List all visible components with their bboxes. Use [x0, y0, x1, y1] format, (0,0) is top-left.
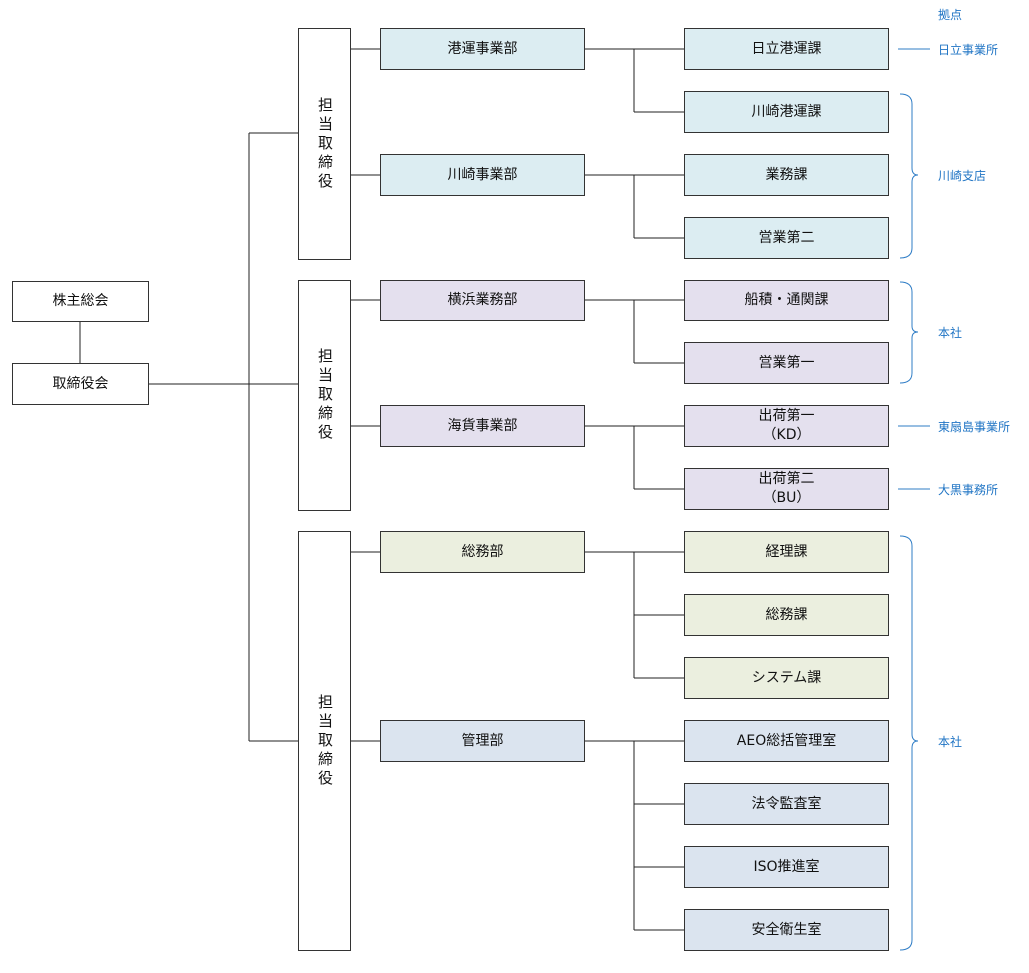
dept-yokohama: 横浜業務部 [380, 280, 585, 321]
officer-3: 担当取締役 [298, 531, 351, 951]
dept-kaika: 海貨事業部 [380, 405, 585, 447]
officer-1: 担当取締役 [298, 28, 351, 260]
location-honsha-1: 本社 [938, 326, 963, 340]
section-shukka1: 出荷第一 （KD） [684, 405, 889, 447]
location-daikoku: 大黒事務所 [938, 483, 999, 497]
section-anzen: 安全衛生室 [684, 909, 889, 951]
section-hitachi-kouun: 日立港運課 [684, 28, 889, 70]
section-system: システム課 [684, 657, 889, 699]
section-kawasaki-kouun: 川崎港運課 [684, 91, 889, 133]
dept-soumu: 総務部 [380, 531, 585, 573]
location-honsha-2: 本社 [938, 735, 963, 749]
location-kawasaki-branch: 川崎支店 [938, 169, 987, 183]
location-higashiougishima: 東扇島事業所 [938, 420, 1011, 434]
section-keiri: 経理課 [684, 531, 889, 573]
section-gyoumu: 業務課 [684, 154, 889, 196]
dept-kanri: 管理部 [380, 720, 585, 762]
section-aeo: AEO総括管理室 [684, 720, 889, 762]
section-funazumi: 船積・通関課 [684, 280, 889, 321]
location-hitachi: 日立事業所 [938, 43, 999, 57]
section-shukka2: 出荷第二 （BU） [684, 468, 889, 510]
board-of-directors: 取締役会 [12, 363, 149, 405]
location-header: 拠点 [938, 8, 963, 22]
section-soumuka: 総務課 [684, 594, 889, 636]
section-eigyou1: 営業第一 [684, 342, 889, 384]
section-houre: 法令監査室 [684, 783, 889, 825]
section-eigyou2: 営業第二 [684, 217, 889, 259]
section-iso: ISO推進室 [684, 846, 889, 888]
officer-2: 担当取締役 [298, 280, 351, 511]
dept-kouun: 港運事業部 [380, 28, 585, 70]
shareholders-meeting: 株主総会 [12, 281, 149, 322]
dept-kawasaki: 川崎事業部 [380, 154, 585, 196]
